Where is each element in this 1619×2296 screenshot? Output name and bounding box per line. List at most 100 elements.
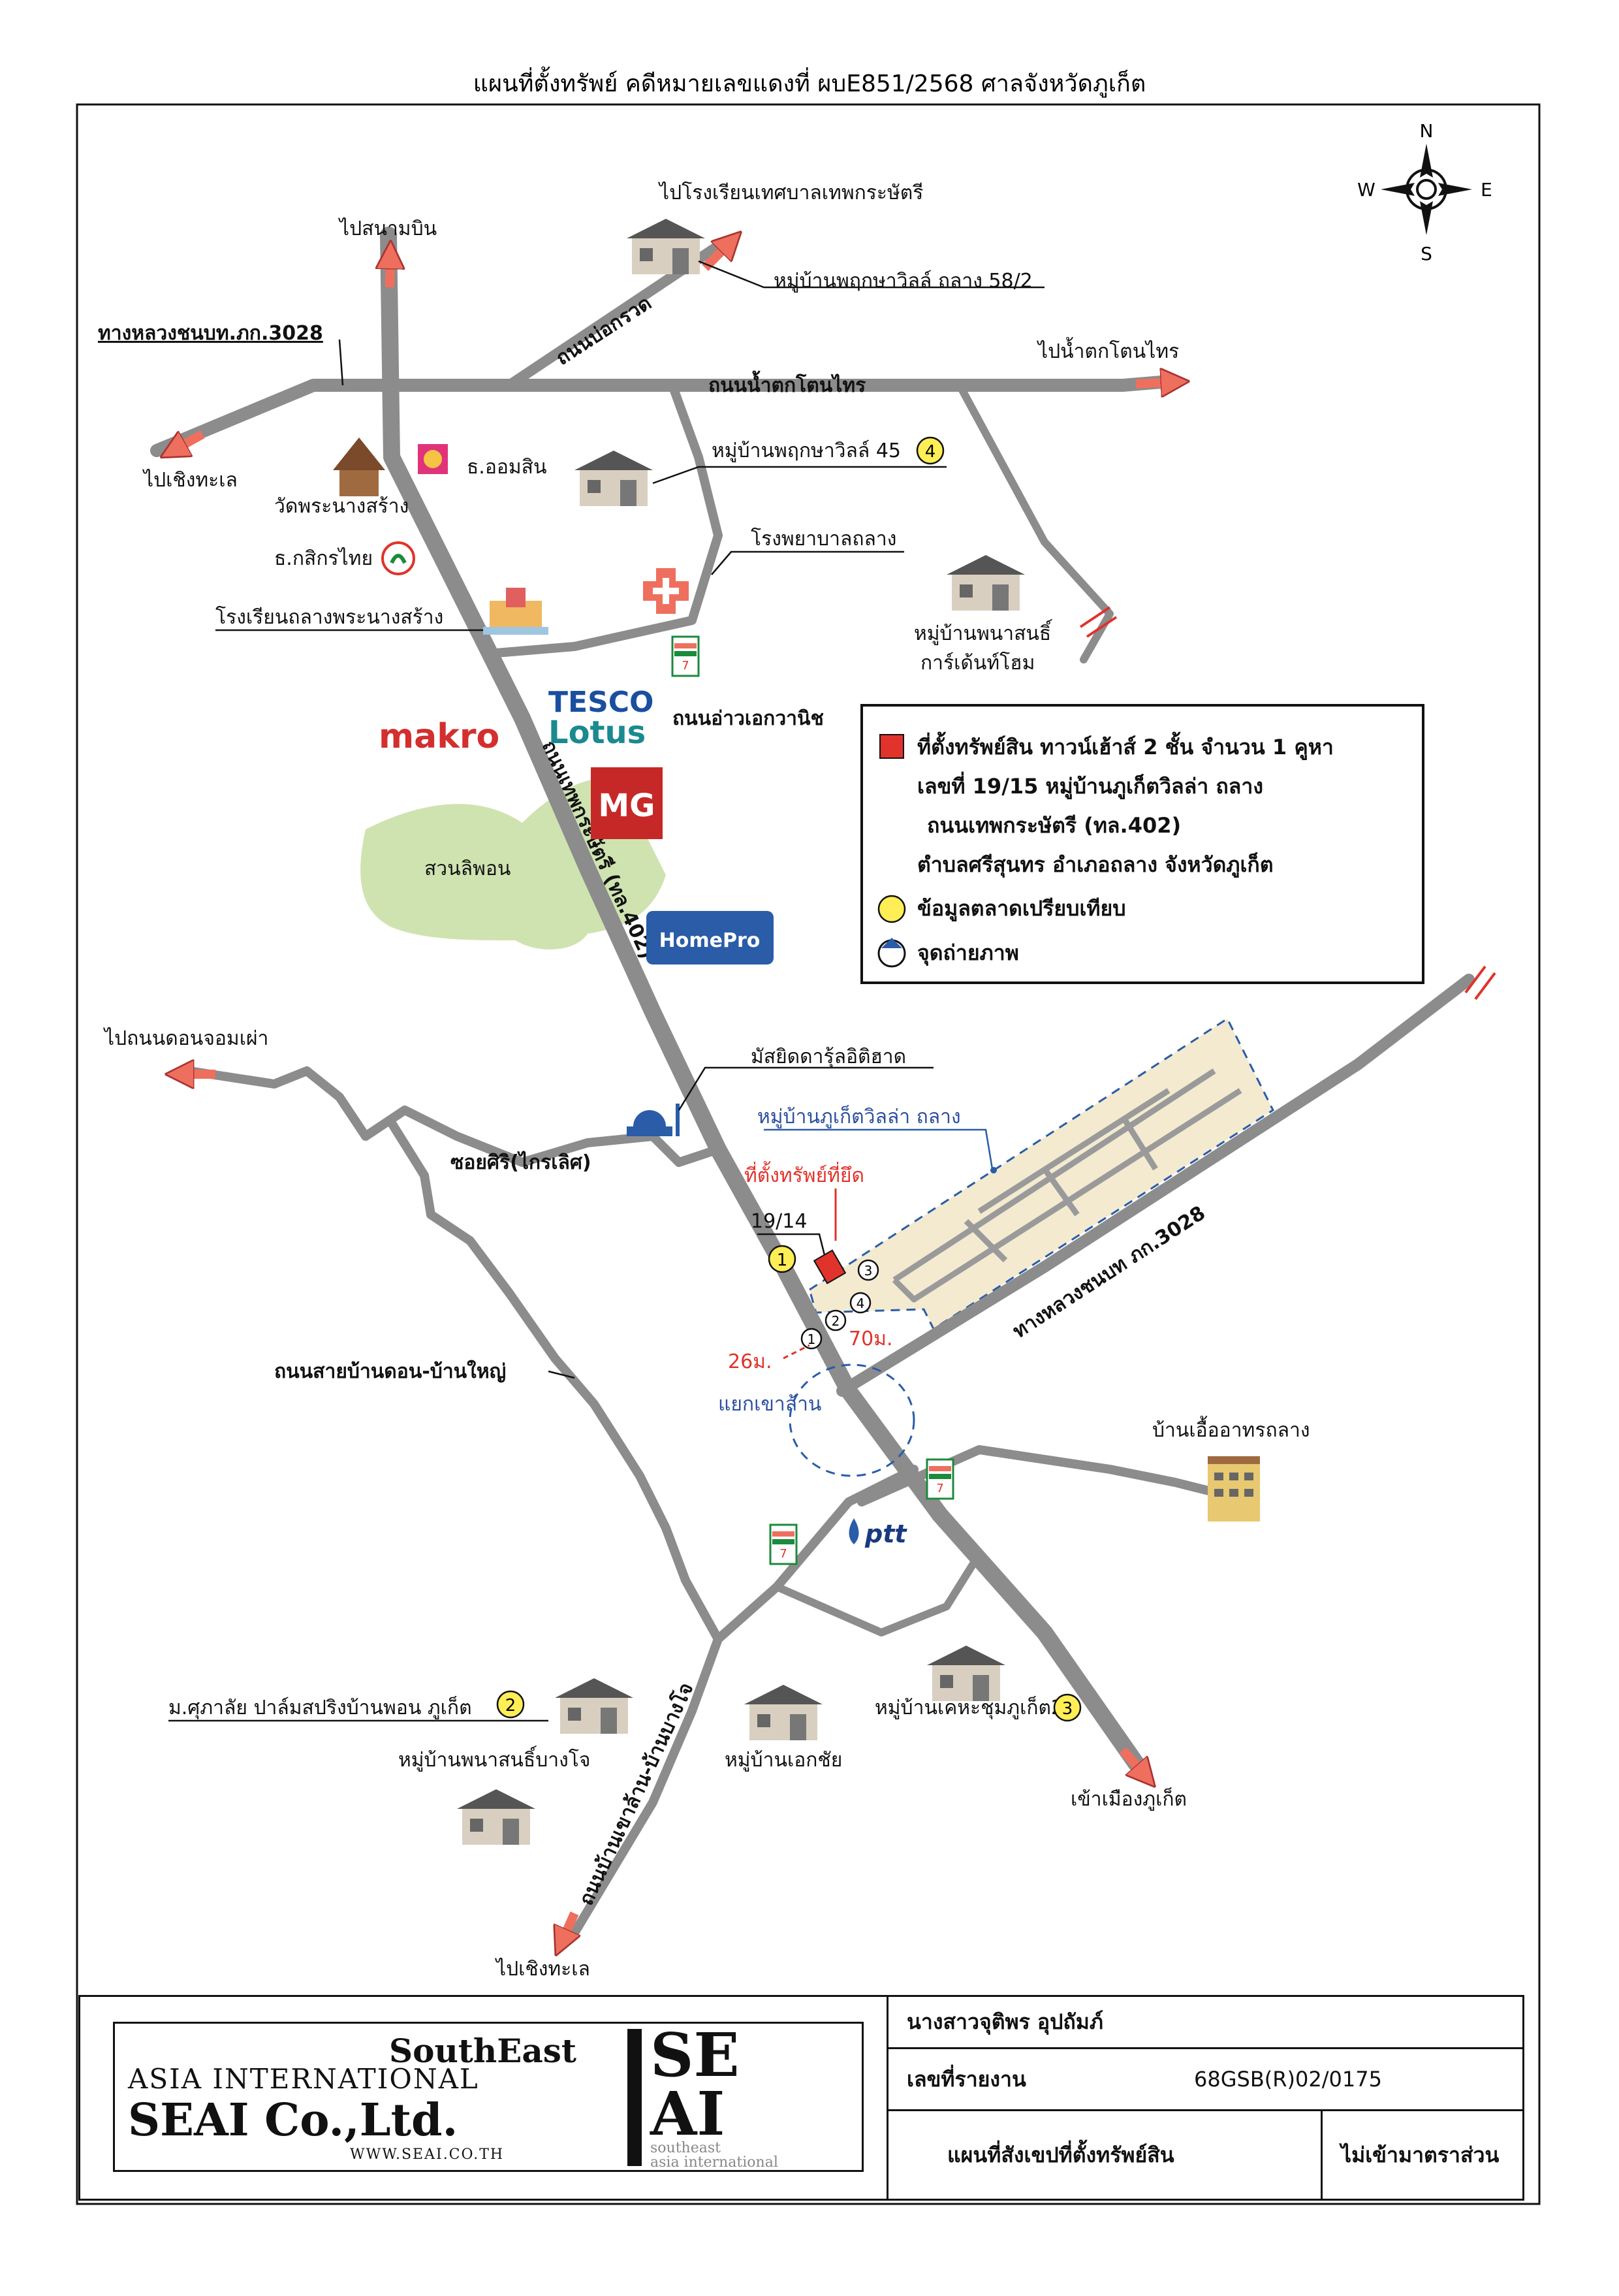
label-phuket-town: เข้าเมืองภูเก็ต xyxy=(1071,1787,1187,1811)
company-logo: SouthEast ASIA INTERNATIONAL SEAI Co.,Lt… xyxy=(113,2022,864,2172)
label-highway-3028-top: ทางหลวงชนบท.ภก.3028 xyxy=(98,322,323,345)
label-dist-right: 70ม. xyxy=(849,1328,893,1350)
label-soi-siri: ซอยศิริ(ไกรเลิศ) xyxy=(450,1151,591,1174)
logo-mark-sub1: southeast xyxy=(650,2140,721,2156)
label-hospital: โรงพยาบาลถลาง xyxy=(751,527,896,550)
logo-line3: SEAI Co.,Ltd. xyxy=(128,2094,458,2146)
label-condo: บ้านเอื้ออาทรถลาง xyxy=(1152,1416,1310,1442)
house-icon-pruksa-45 xyxy=(574,451,653,506)
legend-photo-arrow xyxy=(881,938,902,948)
gsb-logo-mark xyxy=(424,450,442,468)
label-sukhapalai: ม.ศุภาลัย ปาล์มสปริงบ้านพอน ภูเก็ต xyxy=(168,1695,472,1720)
leader-house-no xyxy=(757,1233,827,1261)
arrow-phuket-town xyxy=(1119,1747,1146,1776)
market-marker-3 xyxy=(1053,1693,1082,1722)
legend-photo: จุดถ่ายภาพ xyxy=(917,940,1019,966)
homepro-logo-text: HomePro xyxy=(659,929,761,952)
label-pana-garden-1: หมู่บ้านพนาสนธิ์ xyxy=(914,619,1053,645)
house-icon-pana-garden xyxy=(947,555,1025,611)
legend-property-swatch xyxy=(879,734,904,759)
label-bo-kruat: ถนนบ่อกรวด xyxy=(552,291,655,370)
svg-text:2: 2 xyxy=(832,1313,840,1329)
report-label: เลขที่รายงาน xyxy=(907,2066,1026,2092)
label-dist-left: 26ม. xyxy=(728,1350,772,1373)
photo-point-1: 1 xyxy=(800,1328,823,1350)
house-icon-sukhapalai xyxy=(555,1678,633,1734)
label-junction: แยกเขาล้าน xyxy=(718,1393,821,1416)
owner-name: นางสาวจุติพร อุปถัมภ์ xyxy=(907,2009,1103,2034)
arrow-choeng-thale-top xyxy=(173,430,205,451)
legend-market: ข้อมูลตลาดเปรียบเทียบ xyxy=(917,896,1126,922)
map-frame xyxy=(76,103,1541,2205)
svg-text:1: 1 xyxy=(808,1331,816,1347)
legend-line2: เลขที่ 19/15 หมู่บ้านภูเก็ตวิลล่า ถลาง xyxy=(917,771,1263,800)
temple-icon xyxy=(333,438,385,496)
title-block: SouthEast ASIA INTERNATIONAL SEAI Co.,Lt… xyxy=(78,1995,1524,2201)
direction-arrows xyxy=(173,242,1175,1943)
label-wat: วัดพระนางสร้าง xyxy=(274,495,409,518)
market-marker-3-label: 3 xyxy=(1062,1699,1073,1719)
report-number: 68GSB(R)02/0175 xyxy=(1194,2067,1382,2092)
label-gsb: ธ.ออมสิน xyxy=(467,456,546,479)
village-pin xyxy=(990,1167,997,1173)
label-park: สวนลิพอน xyxy=(424,857,511,880)
arrow-school xyxy=(702,242,731,271)
label-house-no: 19/14 xyxy=(751,1210,807,1233)
photo-point-2: 2 xyxy=(825,1309,847,1331)
legend-line1: ที่ตั้งทรัพย์สิน ทาวน์เฮ้าส์ 2 ชั้น จำนว… xyxy=(917,731,1334,761)
logo-line4: WWW.SEAI.CO.TH xyxy=(350,2146,505,2163)
makro-logo: makro xyxy=(379,717,499,756)
park-area xyxy=(360,778,666,949)
logo-cell: SouthEast ASIA INTERNATIONAL SEAI Co.,Lt… xyxy=(80,1997,888,2199)
svg-text:7: 7 xyxy=(682,659,689,673)
seven-eleven-icon-right: 7 xyxy=(926,1458,954,1500)
label-pruksa-45: หมู่บ้านพฤกษาวิลล์ 45 xyxy=(712,439,901,462)
photo-point-3: 3 xyxy=(857,1259,879,1281)
tesco-logo-bottom: Lotus xyxy=(548,714,646,751)
legend-market-swatch xyxy=(877,895,906,923)
mosque-icon xyxy=(627,1104,680,1136)
map-title: แผนที่ตั้งทรัพย์ คดีหมายเลขแดงที่ ผบE851… xyxy=(473,66,1146,98)
kbank-logo-icon xyxy=(381,541,415,575)
hospital-icon xyxy=(643,568,689,614)
label-school: โรงเรียนถลางพระนางสร้าง xyxy=(215,605,443,629)
legend-box: ที่ตั้งทรัพย์สิน ทาวน์เฮ้าส์ 2 ชั้น จำนว… xyxy=(860,704,1424,984)
label-pruksa-58: หมู่บ้านพฤกษาวิลล์ ถลาง 58/2 xyxy=(774,270,1033,293)
compass-s: S xyxy=(1421,243,1432,264)
legend-line3: ถนนเทพกระษัตรี (ทล.402) xyxy=(927,813,1181,838)
leader-highway-3028 xyxy=(338,339,344,386)
compass-e: E xyxy=(1481,179,1492,200)
logo-mark-sub2: asia international xyxy=(650,2154,778,2171)
label-kheha: หมู่บ้านเคหะชุมภูเก็ต2 xyxy=(875,1695,1063,1720)
label-seized: ที่ตั้งทรัพย์ที่ยึด xyxy=(744,1161,864,1187)
seven-eleven-icon-left: 7 xyxy=(769,1523,798,1565)
house-icon-pana-bangjo xyxy=(457,1789,535,1845)
junction-circle xyxy=(789,1363,915,1477)
market-marker-4-label: 4 xyxy=(925,442,936,462)
label-tontrai-road: ถนนน้ำตกโตนไทร xyxy=(708,370,866,397)
mg-logo-text: MG xyxy=(598,788,655,824)
property-marker xyxy=(813,1249,847,1284)
map-title-row: แผนที่สังเขปที่ตั้งทรัพย์สิน ไม่เข้ามาตร… xyxy=(888,2111,1522,2199)
market-marker-2 xyxy=(496,1690,525,1719)
logo-mark-top: SE xyxy=(650,2020,740,2090)
house-icon-ekachai xyxy=(744,1685,823,1740)
svg-text:7: 7 xyxy=(936,1482,943,1495)
dist-left-line xyxy=(783,1344,810,1360)
compass-n: N xyxy=(1420,120,1434,142)
label-pana-garden-2: การ์เด้นท์โฮม xyxy=(920,651,1035,675)
ptt-drop-icon xyxy=(849,1518,859,1544)
leader-pruksa-45 xyxy=(652,466,947,485)
logo-bar xyxy=(627,2029,642,2166)
label-municipal-school: ไปโรงเรียนเทศบาลเทพกระษัตรี xyxy=(658,181,923,204)
info-cell: นางสาวจุติพร อุปถัมภ์ เลขที่รายงาน 68GSB… xyxy=(888,1997,1522,2199)
scale-note: ไม่เข้ามาตราส่วน xyxy=(1341,2142,1500,2167)
seven-eleven-icon-top: 7 xyxy=(671,635,700,677)
report-row: เลขที่รายงาน 68GSB(R)02/0175 xyxy=(888,2049,1522,2111)
label-village-main: หมู่บ้านภูเก็ตวิลล่า ถลาง xyxy=(757,1104,961,1128)
leader-pruksa-58 xyxy=(698,260,1045,289)
label-ban-don-ban-yai: ถนนสายบ้านดอน-บ้านใหญ่ xyxy=(274,1360,506,1383)
compass-rose: N S E W xyxy=(1357,120,1492,264)
logo-line2: ASIA INTERNATIONAL xyxy=(128,2063,479,2095)
